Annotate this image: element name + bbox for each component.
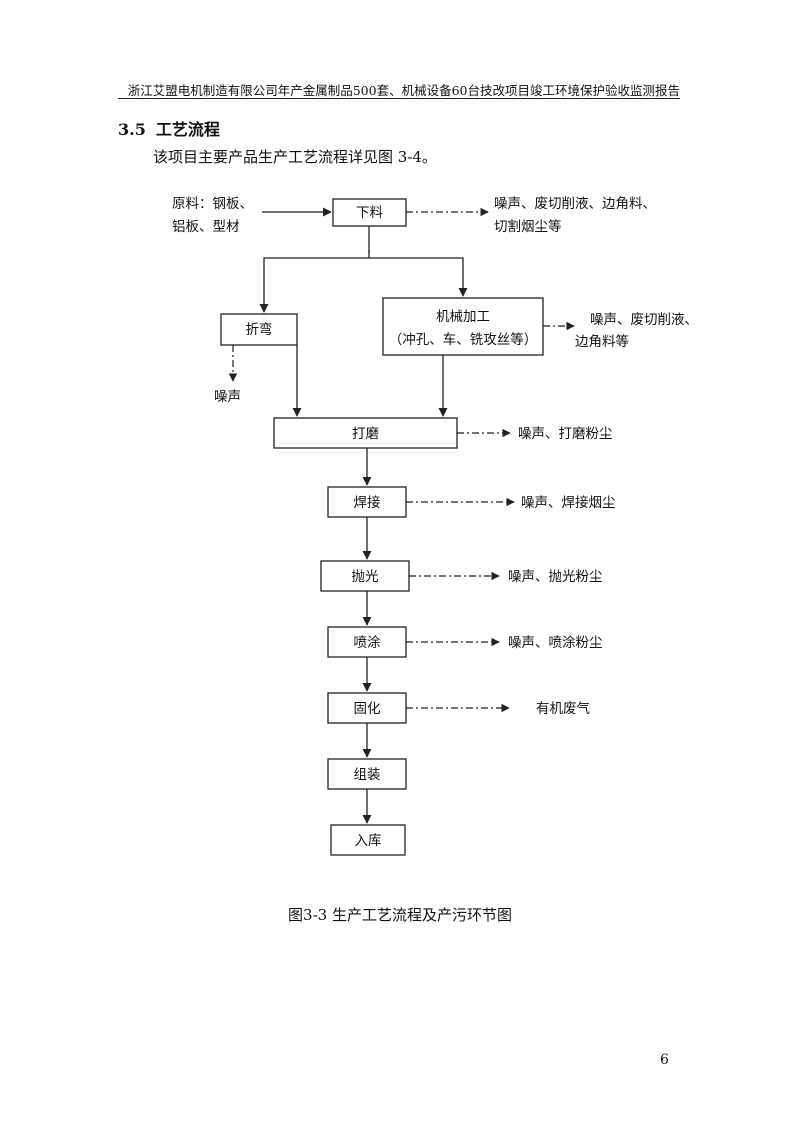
report-header: 浙江艾盟电机制造有限公司年产金属制品500套、机械设备60台技改项目竣工环境保护… xyxy=(127,83,680,98)
section-heading: 3.5 工艺流程 xyxy=(118,116,220,140)
label-pentu: 喷涂 xyxy=(354,635,381,651)
output-paoguang: 噪声、抛光粉尘 xyxy=(508,569,603,585)
section-title: 工艺流程 xyxy=(155,120,220,139)
label-guhua: 固化 xyxy=(354,701,381,717)
arrow-to-jixie xyxy=(369,257,468,297)
label-paoguang: 抛光 xyxy=(352,569,379,585)
label-damo: 打磨 xyxy=(352,425,379,442)
output-pentu: 噪声、喷涂粉尘 xyxy=(508,635,603,651)
raw-material-line-2: 铝板、型材 xyxy=(172,219,240,235)
label-jixie-line-2: （冲孔、车、铣攻丝等） xyxy=(389,331,538,348)
header-rule xyxy=(118,98,680,99)
page-number: 6 xyxy=(660,1052,669,1068)
section-number: 3.5 xyxy=(118,120,146,139)
label-xialiao: 下料 xyxy=(356,205,383,221)
box-ruku xyxy=(330,824,406,856)
label-ruku: 入库 xyxy=(355,833,382,849)
output-xialiao-line-2: 切割烟尘等 xyxy=(494,218,562,235)
label-hanjie: 焊接 xyxy=(354,494,381,511)
output-guhua: 有机废气 xyxy=(536,701,590,717)
output-hanjie: 噪声、焊接烟尘 xyxy=(521,494,616,511)
output-jixie-line-2: 边角料等 xyxy=(575,333,629,350)
output-zhewan: 噪声 xyxy=(214,389,241,405)
label-jixie-line-1: 机械加工 xyxy=(436,309,490,325)
output-jixie-line-1: 噪声、废切削液、 xyxy=(590,312,698,328)
output-xialiao-line-1: 噪声、废切削液、边角料、 xyxy=(494,196,656,212)
intro-paragraph: 该项目主要产品生产工艺流程详见图 3-4。 xyxy=(153,148,437,166)
raw-material-line-1: 原料：钢板、 xyxy=(172,196,253,212)
box-zhewan xyxy=(220,313,298,346)
label-zuzhuang: 组装 xyxy=(354,767,381,783)
output-damo: 噪声、打磨粉尘 xyxy=(518,425,613,442)
arrow-to-zhewan xyxy=(259,257,369,313)
label-zhewan: 折弯 xyxy=(246,321,273,338)
figure-caption: 图3-3 生产工艺流程及产污环节图 xyxy=(288,906,512,924)
